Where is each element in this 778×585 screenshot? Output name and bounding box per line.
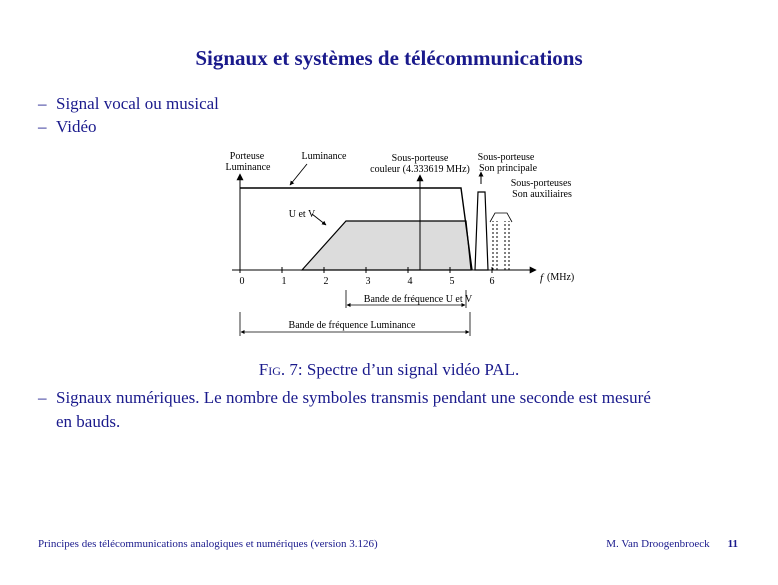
uv-spectrum-area <box>300 220 472 271</box>
axis-ticks <box>239 267 493 273</box>
label-son-principale-1: Sous-porteuse <box>478 152 535 163</box>
bullet-item-voice: –Signal vocal ou musical <box>38 94 219 114</box>
bullet-dash: – <box>38 117 47 136</box>
tick-label-1: 1 <box>282 276 287 287</box>
bullet-dash: – <box>38 94 47 113</box>
bullet-item-digital: –Signaux numériques. Le nombre de symbol… <box>38 386 743 434</box>
son-auxiliaires-brace <box>489 212 513 223</box>
band-luminance-label: Bande de fréquence Luminance <box>289 320 416 331</box>
figure-caption: Fig. 7: Spectre d’un signal vidéo PAL. <box>0 360 778 380</box>
bullet-text-line2: en bauds. <box>56 412 121 431</box>
bullet-text: Signal vocal ou musical <box>56 94 219 113</box>
label-uv: U et V <box>289 209 316 220</box>
tick-label-2: 2 <box>324 276 329 287</box>
label-son-principale-2: Son principale <box>479 163 538 174</box>
footer-author-page: M. Van Droogenbroeck 11 <box>606 538 738 550</box>
footer-course-title: Principes des télécommunications analogi… <box>38 538 378 550</box>
footer-author: M. Van Droogenbroeck <box>606 538 710 550</box>
label-sons-aux-2: Son auxiliaires <box>512 189 572 200</box>
caption-prefix: Fig. 7 <box>258 360 298 379</box>
son-auxiliaires-peaks <box>492 221 510 270</box>
label-sous-porteuse-couleur-2: couleur (4.333619 MHz) <box>370 164 470 175</box>
band-uv-label: Bande de fréquence U et V <box>364 294 473 305</box>
axis-label-unit: (MHz) <box>547 272 574 283</box>
page-title: Signaux et systèmes de télécommunication… <box>195 46 583 70</box>
tick-label-3: 3 <box>366 276 371 287</box>
bullet-dash: – <box>38 388 47 407</box>
tick-label-4: 4 <box>408 276 413 287</box>
tick-label-5: 5 <box>450 276 455 287</box>
son-principale-peak <box>474 191 489 271</box>
bullet-item-video: –Vidéo <box>38 117 97 137</box>
axis-label-f: f <box>540 272 545 284</box>
luminance-label-arrow <box>289 163 308 186</box>
footer-page-number: 11 <box>727 538 738 550</box>
label-luminance: Luminance <box>302 151 348 162</box>
luminance-spectrum <box>240 187 473 271</box>
label-porteuse-luminance: Luminance <box>226 162 272 173</box>
tick-label-6: 6 <box>490 276 495 287</box>
uv-label-arrow <box>311 213 327 226</box>
label-sons-aux-1: Sous-porteuses <box>511 178 572 189</box>
bullet-text: Vidéo <box>56 117 97 136</box>
bullet-text-line1: Signaux numériques. Le nombre de symbole… <box>56 388 651 407</box>
caption-text: : Spectre d’un signal vidéo PAL. <box>297 360 520 379</box>
tick-label-0: 0 <box>240 276 245 287</box>
label-sous-porteuse-couleur-1: Sous-porteuse <box>392 153 449 164</box>
label-porteuse: Porteuse <box>230 151 265 162</box>
